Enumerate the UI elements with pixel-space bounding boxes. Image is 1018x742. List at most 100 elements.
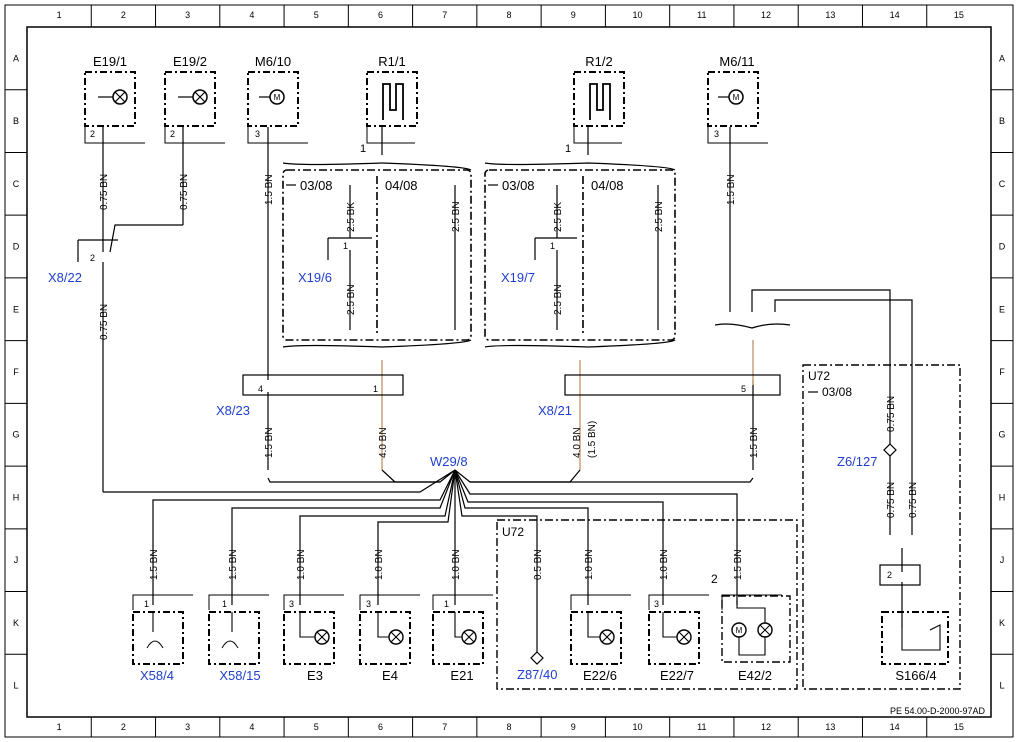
wire-x8-23-b: 4.0 BN bbox=[378, 427, 389, 458]
label-e42-2: E42/2 bbox=[738, 668, 772, 683]
wire-z6-bottom: 0.75 BN bbox=[886, 482, 897, 518]
label-m6-11: M6/11 bbox=[719, 54, 754, 69]
block-2-variant-a: 03/08 bbox=[502, 178, 535, 193]
grid-column-label: 6 bbox=[378, 722, 383, 732]
svg-text:M: M bbox=[274, 93, 281, 102]
pin-e42-2: 2 bbox=[711, 572, 718, 586]
grid-row-label: E bbox=[13, 304, 19, 314]
grid-column-label: 11 bbox=[697, 10, 706, 20]
grid-column-label: 12 bbox=[761, 10, 771, 20]
u72-title-bottom: U72 bbox=[502, 525, 524, 539]
label-r1-1: R1/1 bbox=[378, 54, 405, 69]
block-1-variant-b: 04/08 bbox=[385, 178, 418, 193]
pin-x8-23-b: 1 bbox=[373, 384, 378, 394]
pin-m6-11: 3 bbox=[714, 129, 719, 139]
grid-row-label: G bbox=[998, 430, 1005, 440]
pin-s166: 2 bbox=[887, 570, 892, 580]
grid-column-label: 2 bbox=[121, 722, 126, 732]
grid-column-label: 13 bbox=[825, 722, 835, 732]
pin-r1-2: 1 bbox=[565, 143, 571, 155]
pin-x19-7: 1 bbox=[550, 241, 555, 251]
wire-block1-b: 2.5 BN bbox=[451, 201, 462, 232]
label-z6-127: Z6/127 bbox=[837, 454, 877, 469]
wire-x8-21-b: (1.5 BN) bbox=[587, 421, 598, 458]
wire-x19-7-bottom: 2.5 BN bbox=[553, 284, 564, 315]
grid-row-label: L bbox=[13, 681, 18, 691]
wire-e19-2: 0.75 BN bbox=[179, 174, 190, 210]
pin-x58-15: 1 bbox=[222, 599, 227, 609]
pin-x8-23-a: 4 bbox=[258, 384, 263, 394]
grid-column-label: 14 bbox=[890, 10, 900, 20]
grid-row-label: L bbox=[999, 681, 1004, 691]
grid-column-label: 3 bbox=[185, 722, 190, 732]
pin-x8-21: 5 bbox=[741, 384, 746, 394]
grid-row-label: F bbox=[13, 367, 19, 377]
footer-code: PE 54.00-D-2000-97AD bbox=[890, 706, 986, 716]
grid-column-label: 14 bbox=[890, 722, 900, 732]
label-e19-1: E19/1 bbox=[93, 54, 127, 69]
grid-column-label: 3 bbox=[185, 10, 190, 20]
label-x8-23: X8/23 bbox=[216, 403, 250, 418]
wire-block2-b: 2.5 BN bbox=[654, 201, 665, 232]
label-s166-4: S166/4 bbox=[895, 668, 936, 683]
wire-x8-21-c: 1.5 BN bbox=[749, 427, 760, 458]
wire-e22-7: 1.0 BN bbox=[659, 549, 670, 580]
wire-x8-22: 0.75 BN bbox=[99, 304, 110, 340]
grid-row-label: H bbox=[999, 492, 1006, 502]
grid-row-label: A bbox=[13, 53, 19, 63]
label-w29-8: W29/8 bbox=[430, 454, 468, 469]
svg-text:M: M bbox=[736, 626, 743, 635]
grid-row-label: F bbox=[999, 367, 1005, 377]
wire-x8-23-a: 1.5 BN bbox=[264, 427, 275, 458]
pin-e4: 3 bbox=[366, 599, 371, 609]
pin-r1-1: 1 bbox=[360, 143, 366, 155]
grid-column-label: 1 bbox=[57, 722, 62, 732]
label-x8-21: X8/21 bbox=[538, 403, 572, 418]
label-e22-6: E22/6 bbox=[583, 668, 617, 683]
pin-x19-6: 1 bbox=[343, 241, 348, 251]
label-x58-15: X58/15 bbox=[219, 668, 260, 683]
wire-e3: 1.0 BN bbox=[296, 549, 307, 580]
grid-row-label: K bbox=[13, 618, 19, 628]
pin-e19-2: 2 bbox=[170, 129, 175, 139]
wire-m6-11: 1.5 BN bbox=[726, 174, 737, 205]
wire-x58-15: 1.5 BN bbox=[228, 549, 239, 580]
label-x8-22: X8/22 bbox=[48, 270, 82, 285]
wire-x19-6-top: 2.5 BK bbox=[346, 202, 357, 232]
label-e19-2: E19/2 bbox=[173, 54, 207, 69]
grid-row-label: J bbox=[1000, 555, 1005, 565]
pin-e22-7: 3 bbox=[654, 599, 659, 609]
wire-x58-4: 1.5 BN bbox=[149, 549, 160, 580]
wire-z87: 0.5 BN bbox=[533, 549, 544, 580]
grid-row-label: G bbox=[12, 430, 19, 440]
grid-row-label: C bbox=[13, 179, 20, 189]
grid-row-label: B bbox=[999, 116, 1005, 126]
grid-row-label: E bbox=[999, 304, 1005, 314]
grid-column-label: 7 bbox=[442, 10, 447, 20]
grid-row-label: J bbox=[14, 555, 19, 565]
pin-e3: 3 bbox=[289, 599, 294, 609]
grid-row-label: D bbox=[13, 242, 20, 252]
label-e4: E4 bbox=[382, 668, 398, 683]
grid-row-label: D bbox=[999, 242, 1006, 252]
grid-row-label: A bbox=[999, 53, 1005, 63]
wire-e21: 1.0 BN bbox=[451, 549, 462, 580]
wire-e4: 1.0 BN bbox=[374, 549, 385, 580]
pin-x58-4: 1 bbox=[144, 599, 149, 609]
label-r1-2: R1/2 bbox=[585, 54, 612, 69]
grid-column-label: 8 bbox=[506, 10, 511, 20]
grid-column-label: 4 bbox=[249, 722, 254, 732]
grid-column-label: 15 bbox=[954, 10, 964, 20]
label-e22-7: E22/7 bbox=[660, 668, 694, 683]
grid-column-label: 10 bbox=[633, 10, 643, 20]
label-x58-4: X58/4 bbox=[140, 668, 174, 683]
wire-s166: 0.75 BN bbox=[908, 482, 919, 518]
grid-column-label: 9 bbox=[571, 722, 576, 732]
label-z87-40: Z87/40 bbox=[517, 667, 557, 682]
label-e3: E3 bbox=[307, 668, 323, 683]
pin-e19-1: 2 bbox=[90, 129, 95, 139]
block-2-variant-b: 04/08 bbox=[591, 178, 624, 193]
label-x19-6: X19/6 bbox=[298, 270, 332, 285]
